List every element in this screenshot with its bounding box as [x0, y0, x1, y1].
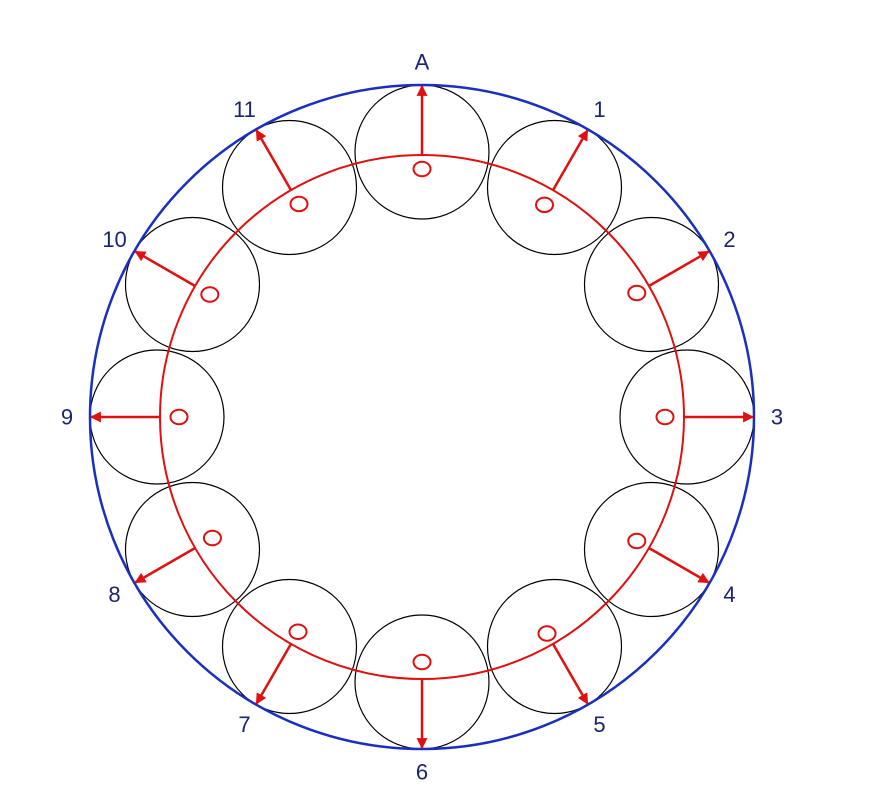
hub-mark-a [412, 160, 432, 178]
rolling-circle-7 [221, 578, 358, 715]
rolling-circle-4 [583, 481, 720, 618]
arrow-2 [648, 250, 710, 288]
point-label-7: 7 [238, 712, 250, 737]
arrow-1 [551, 129, 589, 191]
arrow-10 [134, 250, 196, 288]
labels-group: A 1 2 3 4 5 6 7 8 9 10 11 [61, 50, 783, 785]
hub-mark-2 [627, 284, 647, 302]
rolling-circle-5 [486, 578, 623, 715]
arrows-group [89, 84, 755, 750]
arrow-5 [551, 643, 589, 705]
arrow-4 [648, 546, 710, 584]
point-label-10: 10 [102, 227, 126, 252]
inner-circle [159, 154, 685, 680]
rolling-circle-1 [486, 119, 623, 256]
point-label-1: 1 [593, 97, 605, 122]
hub-marks-group [169, 160, 675, 671]
small-circles-group [89, 84, 755, 750]
point-label-8: 8 [108, 582, 120, 607]
outer-circle [88, 83, 756, 751]
hub-mark-8 [202, 529, 222, 547]
hub-mark-5 [537, 625, 557, 642]
rolling-circle-11 [221, 119, 358, 256]
point-label-2: 2 [723, 227, 735, 252]
hub-mark-10 [200, 286, 220, 303]
hub-mark-1 [535, 196, 554, 214]
hub-mark-9 [169, 408, 189, 426]
hub-mark-6 [412, 653, 432, 671]
point-label-5: 5 [593, 712, 605, 737]
arrow-7 [255, 643, 293, 705]
hub-mark-7 [288, 623, 308, 640]
hub-mark-4 [627, 532, 647, 550]
rolling-circle-2 [583, 216, 720, 353]
point-label-a: A [415, 50, 430, 75]
hub-mark-3 [655, 408, 675, 426]
point-label-9: 9 [61, 405, 73, 430]
rolling-circle-8 [124, 481, 261, 618]
rolling-circle-10 [124, 216, 261, 353]
hub-mark-11 [289, 195, 309, 213]
point-label-6: 6 [416, 760, 428, 785]
arrow-11 [255, 129, 293, 191]
point-label-4: 4 [723, 582, 735, 607]
arrow-8 [134, 546, 196, 584]
point-label-3: 3 [771, 405, 783, 430]
point-label-11: 11 [233, 97, 256, 122]
